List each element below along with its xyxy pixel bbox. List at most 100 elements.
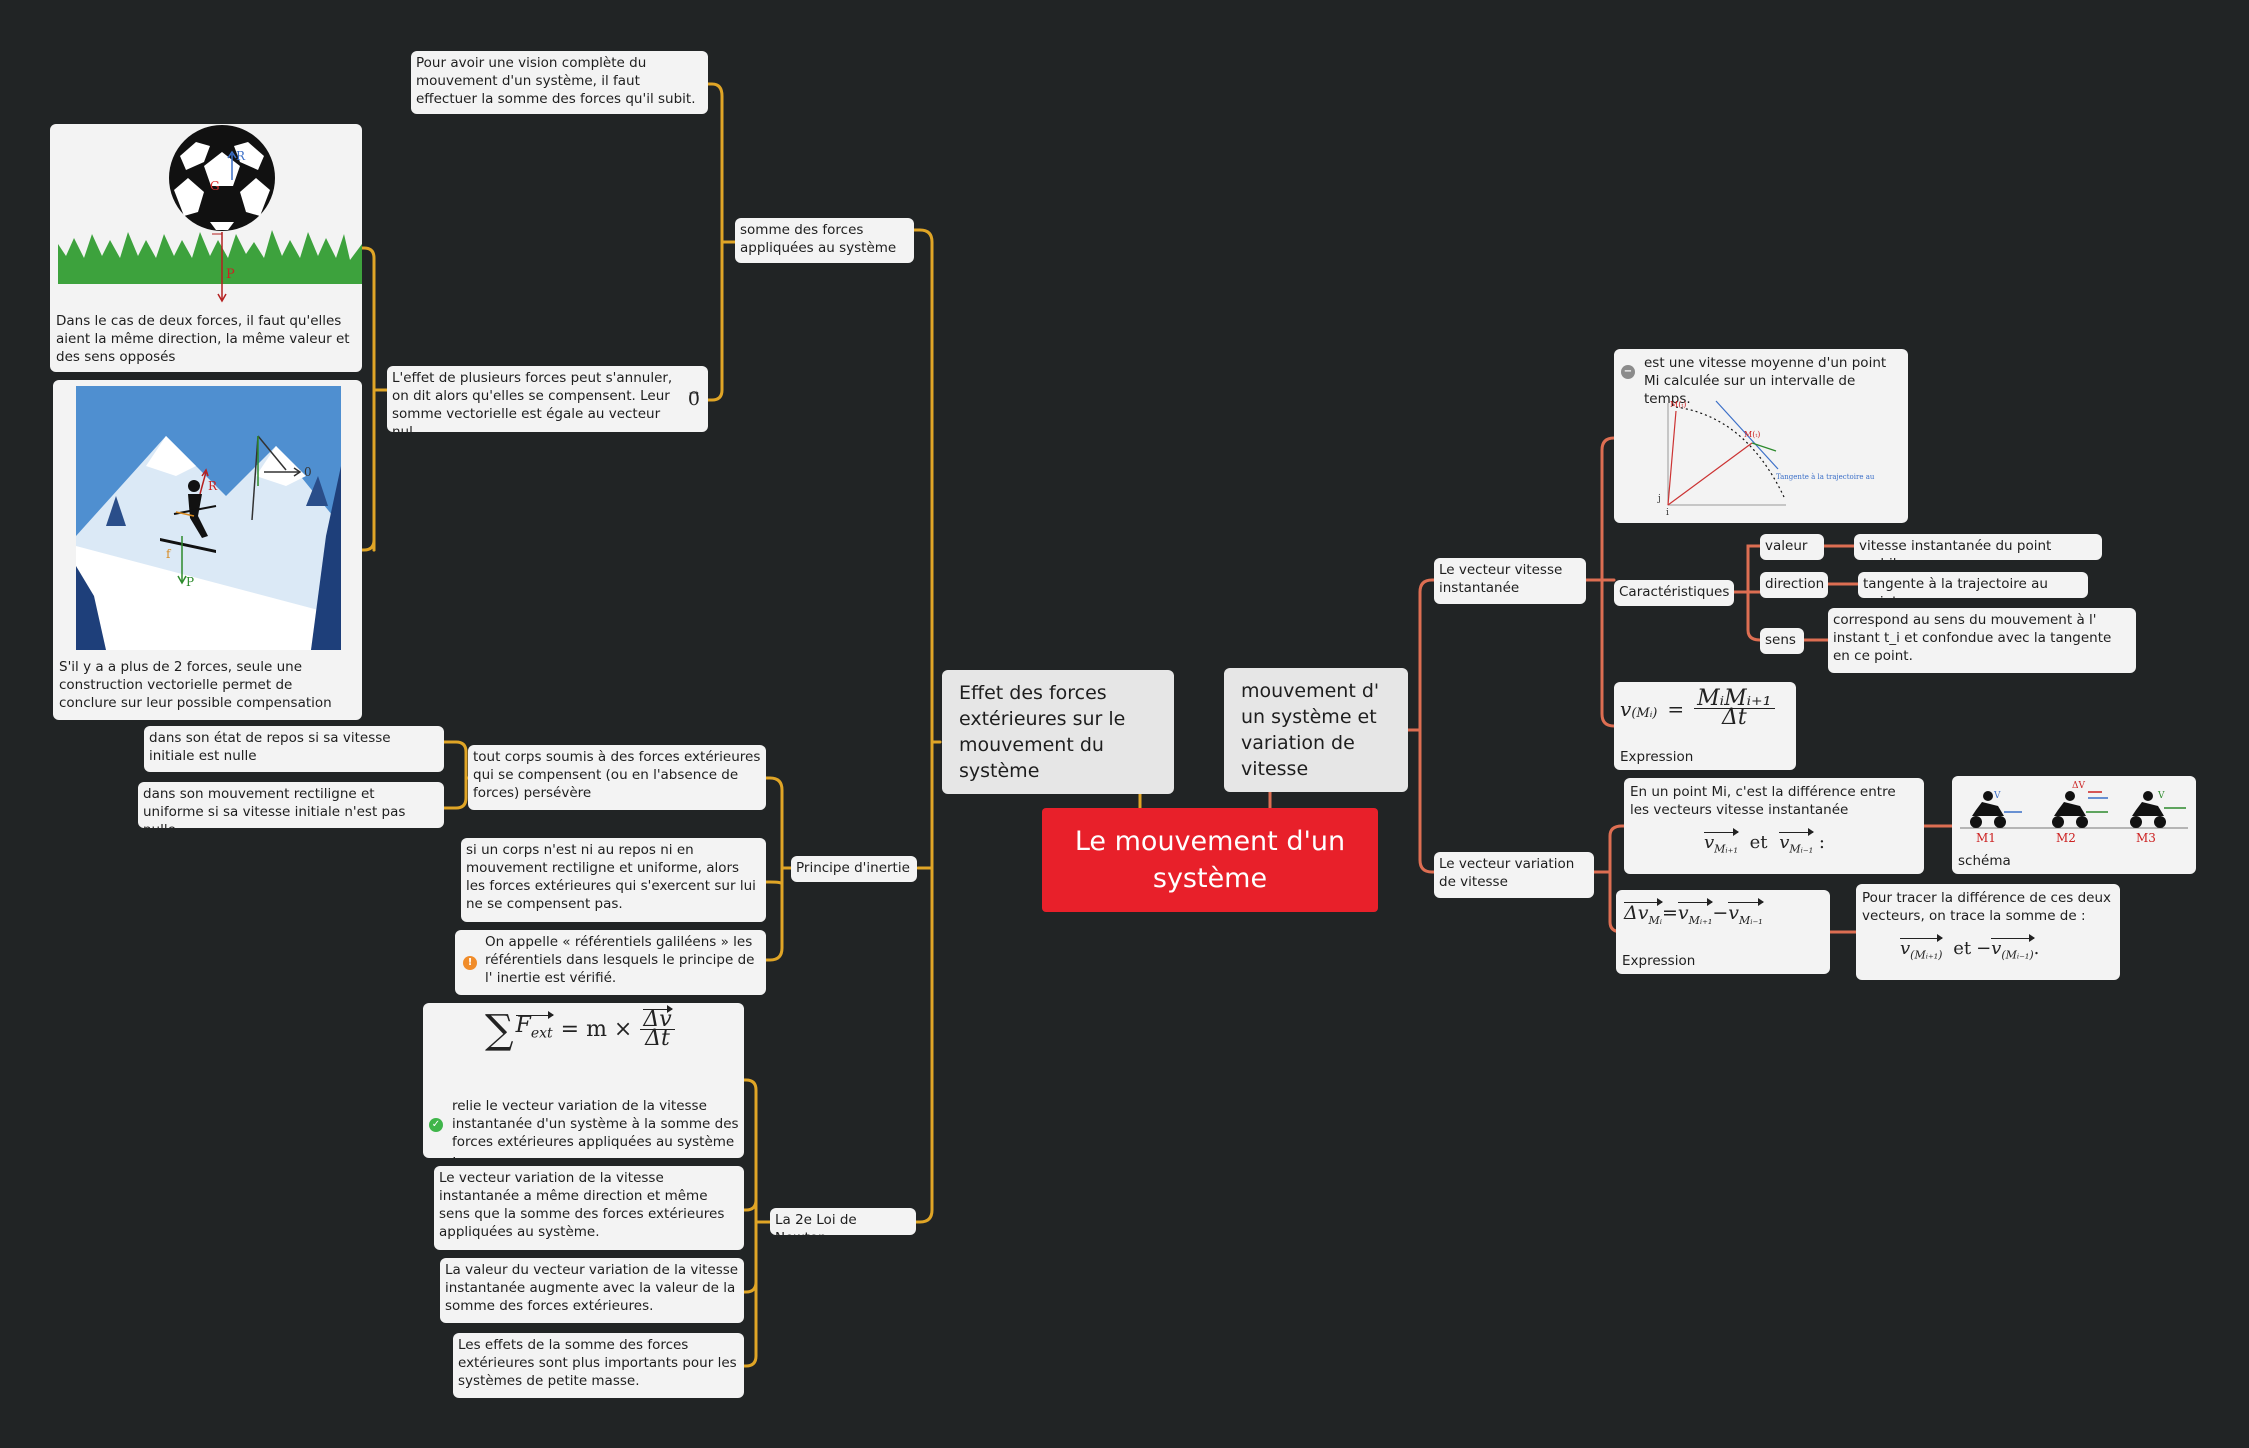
topic-variation-vitesse[interactable]: Le vecteur variation de vitesse [1434, 852, 1594, 898]
equals-m-times: = m × [560, 1016, 633, 1042]
minus-icon: − [1621, 365, 1635, 379]
node-variation-expression[interactable]: ΔvMᵢ=vMᵢ₊₁−vMᵢ₋₁ Expression [1616, 890, 1830, 974]
node-sens-description[interactable]: correspond au sens du mouvement à l' ins… [1828, 608, 2136, 673]
node-valeur-v[interactable]: valeur v [1760, 534, 1824, 560]
schema-label-v1: V [1993, 791, 2001, 801]
node-sens-label: sens [1765, 632, 1796, 648]
ski-label-r: R [208, 479, 218, 493]
node-sens[interactable]: sens [1760, 628, 1804, 654]
vitesse-expression-caption: Expression [1620, 749, 1694, 765]
graph-label-m1: M(ₜ) [1670, 400, 1686, 409]
graph-label-j: j [1657, 494, 1661, 504]
topic-principe-inertie-label: Principe d'inertie [796, 860, 910, 876]
node-tout-corps[interactable]: tout corps soumis à des forces extérieur… [468, 745, 766, 810]
node-tout-corps-text: tout corps soumis à des forces extérieur… [473, 749, 761, 801]
node-tracer-difference-text: Pour tracer la différence de ces deux ve… [1862, 890, 2112, 924]
node-deux-forces[interactable]: R G P Dans le cas de deux forces, il fau… [50, 124, 362, 372]
node-forces-compensent[interactable]: L'effet de plusieurs forces peut s'annul… [387, 366, 708, 432]
node-vitesse-point-mobile-text: vitesse instantanée du point mobile [1859, 538, 2052, 560]
node-valeur-v-label: valeur v [1765, 538, 1808, 560]
node-referentiels-galileens[interactable]: ! On appelle « référentiels galiléens » … [455, 930, 766, 995]
schema-label-v3: V [2157, 791, 2165, 801]
node-direction[interactable]: direction [1760, 572, 1828, 598]
topic-effet-des-forces[interactable]: Effet des forces extérieures sur le mouv… [942, 670, 1174, 794]
node-tracer-difference[interactable]: Pour tracer la différence de ces deux ve… [1856, 884, 2120, 980]
node-vitesse-moyenne[interactable]: − est une vitesse moyenne d'un point Mi … [1614, 349, 1908, 523]
ball-label-r: R [236, 149, 246, 163]
node-vitesse-moyenne-text: est une vitesse moyenne d'un point Mi ca… [1644, 355, 1887, 407]
sum-symbol: ∑ [485, 1006, 514, 1053]
node-referentiels-galileens-text: On appelle « référentiels galiléens » le… [485, 934, 755, 986]
graph-label-i: i [1666, 508, 1669, 517]
motorcycle-schema: V ΔV V M1 M2 M3 [1960, 781, 2188, 844]
node-tangente-text: tangente à la trajectoire au point [1863, 576, 2048, 598]
node-direction-label: direction [1765, 576, 1825, 592]
node-vitesse-point-mobile[interactable]: vitesse instantanée du point mobile [1854, 534, 2102, 560]
ball-label-p: P [226, 267, 235, 282]
topic-variation-vitesse-label: Le vecteur variation de vitesse [1439, 856, 1575, 890]
node-etat-repos[interactable]: dans son état de repos si sa vitesse ini… [144, 726, 444, 772]
node-point-mi-text: En un point Mi, c'est la différence entr… [1630, 784, 1896, 818]
schema-label-m3: M3 [2136, 831, 2156, 844]
topic-somme-des-forces[interactable]: somme des forces appliquées au système [735, 218, 914, 263]
node-mouvement-rectiligne[interactable]: dans son mouvement rectiligne et uniform… [138, 782, 444, 828]
graph-label-tangent: Tangente à la trajectoire au point M(ₜ) [1776, 472, 1876, 481]
node-sens-description-text: correspond au sens du mouvement à l' ins… [1833, 612, 2112, 664]
topic-mouvement-variation-label: mouvement d' un système et variation de … [1241, 680, 1380, 780]
variation-expression-caption: Expression [1622, 953, 1696, 969]
node-valeur-augmente-text: La valeur du vecteur variation de la vit… [445, 1262, 739, 1314]
node-meme-direction-text: Le vecteur variation de la vitesse insta… [439, 1170, 725, 1240]
node-valeur-augmente[interactable]: La valeur du vecteur variation de la vit… [440, 1258, 744, 1323]
schema-label-dv: ΔV [2072, 781, 2085, 791]
node-caracteristiques[interactable]: Caractéristiques [1614, 580, 1734, 606]
root-topic[interactable]: Le mouvement d'un système [1042, 808, 1378, 912]
graph-label-m2: M(ₜ) [1744, 430, 1760, 439]
trajectory-graph: M(ₜ) M(ₜ) Tangente à la trajectoire au p… [1657, 400, 1876, 517]
force-vector: Fext [515, 1010, 554, 1042]
schema-caption: schéma [1958, 853, 2011, 869]
node-caracteristiques-label: Caractéristiques [1619, 584, 1730, 600]
zero-vector-symbol: →0 [687, 386, 700, 410]
warning-icon: ! [463, 956, 477, 970]
root-topic-label: Le mouvement d'un système [1074, 826, 1346, 894]
topic-somme-des-forces-label: somme des forces appliquées au système [740, 222, 897, 256]
ball-label-g: G [210, 179, 220, 193]
node-si-un-corps-text: si un corps n'est ni au repos ni en mouv… [466, 842, 756, 912]
topic-principe-inertie[interactable]: Principe d'inertie [791, 856, 917, 882]
node-point-mi[interactable]: En un point Mi, c'est la différence entr… [1624, 778, 1924, 874]
node-petite-masse[interactable]: Les effets de la somme des forces extéri… [453, 1333, 744, 1398]
schema-label-m1: M1 [1976, 831, 1996, 844]
topic-effet-des-forces-label: Effet des forces extérieures sur le mouv… [959, 682, 1126, 782]
node-meme-direction[interactable]: Le vecteur variation de la vitesse insta… [434, 1166, 744, 1250]
vectors-vmi: vMᵢ₊₁ et vMᵢ₋₁ : [1704, 828, 1825, 859]
tracer-formula: v(Mᵢ₊₁) et−v(Mᵢ₋₁). [1900, 934, 2039, 965]
node-forces-compensent-text: L'effet de plusieurs forces peut s'annul… [392, 370, 673, 432]
node-plus-de-deux-forces[interactable]: R f P 0 S'il y a a plus de 2 forces, seu… [53, 380, 362, 720]
football-force-image: R G P [58, 125, 362, 303]
topic-mouvement-variation[interactable]: mouvement d' un système et variation de … [1224, 668, 1408, 792]
ski-label-zero: 0 [304, 465, 312, 479]
schema-label-m2: M2 [2056, 831, 2076, 844]
node-etat-repos-text: dans son état de repos si sa vitesse ini… [149, 730, 391, 764]
topic-newton-label: La 2e Loi de Newton [775, 1212, 857, 1235]
topic-newton[interactable]: La 2e Loi de Newton [770, 1208, 916, 1235]
node-vision-complete-text: Pour avoir une vision complète du mouvem… [416, 55, 696, 107]
node-plus-de-deux-forces-text: S'il y a a plus de 2 forces, seule une c… [59, 659, 332, 711]
node-petite-masse-text: Les effets de la somme des forces extéri… [458, 1337, 737, 1389]
node-si-un-corps[interactable]: si un corps n'est ni au repos ni en mouv… [461, 838, 766, 922]
node-vision-complete[interactable]: Pour avoir une vision complète du mouvem… [411, 51, 708, 114]
node-schema[interactable]: V ΔV V M1 M2 M3 schéma [1952, 776, 2196, 874]
node-mouvement-rectiligne-text: dans son mouvement rectiligne et uniform… [143, 786, 406, 828]
skier-force-image: R f P 0 [76, 386, 341, 650]
node-tangente[interactable]: tangente à la trajectoire au point [1858, 572, 2088, 598]
topic-vitesse-instantanee[interactable]: Le vecteur vitesse instantanée [1434, 558, 1586, 604]
topic-vitesse-instantanee-label: Le vecteur vitesse instantanée [1439, 562, 1563, 596]
ski-label-f: f [166, 547, 172, 561]
check-icon: ✓ [429, 1118, 443, 1132]
